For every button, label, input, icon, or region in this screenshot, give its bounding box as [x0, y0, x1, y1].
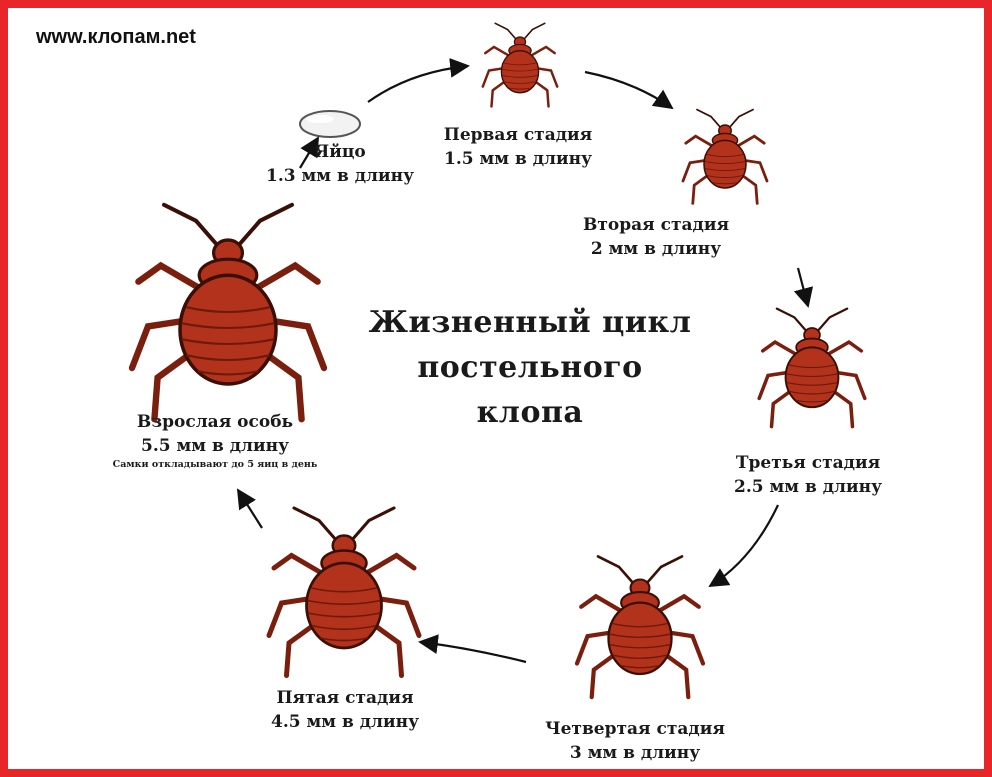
fifth-stage-name: Пятая стадия — [255, 686, 435, 710]
bug-fifth-stage — [269, 508, 419, 676]
arrow-first-to-second — [585, 72, 672, 108]
second-stage-label: Вторая стадия 2 мм в длину — [566, 213, 746, 261]
fourth-stage-label: Четвертая стадия 3 мм в длину — [530, 717, 740, 765]
bug-second-stage — [683, 110, 767, 204]
adult-note: Самки откладывают до 5 яиц в день — [90, 458, 340, 472]
bug-adult — [132, 205, 324, 419]
first-stage-name: Первая стадия — [428, 123, 608, 147]
adult-label: Взрослая особь 5.5 мм в длину Самки откл… — [90, 410, 340, 472]
arrow-second-to-third — [798, 268, 808, 306]
fifth-stage-label: Пятая стадия 4.5 мм в длину — [255, 686, 435, 734]
second-stage-size: 2 мм в длину — [566, 237, 746, 261]
third-stage-size: 2.5 мм в длину — [718, 475, 898, 499]
bug-fourth-stage — [577, 556, 703, 697]
third-stage-name: Третья стадия — [718, 451, 898, 475]
bug-third-stage — [759, 309, 865, 427]
title-line-1: Жизненный цикл — [360, 300, 700, 345]
third-stage-label: Третья стадия 2.5 мм в длину — [718, 451, 898, 499]
bug-first-stage — [483, 23, 557, 106]
second-stage-name: Вторая стадия — [566, 213, 746, 237]
first-stage-size: 1.5 мм в длину — [428, 147, 608, 171]
arrow-fifth-to-adult — [238, 490, 262, 528]
title-line-2: постельного клопа — [360, 345, 700, 435]
egg-name: Яйцо — [250, 140, 430, 164]
egg-size: 1.3 мм в длину — [250, 164, 430, 188]
arrow-third-to-fourth — [710, 505, 778, 586]
adult-size: 5.5 мм в длину — [90, 434, 340, 458]
first-stage-label: Первая стадия 1.5 мм в длину — [428, 123, 608, 171]
adult-name: Взрослая особь — [90, 410, 340, 434]
fifth-stage-size: 4.5 мм в длину — [255, 710, 435, 734]
egg-label: Яйцо 1.3 мм в длину — [250, 140, 430, 188]
fourth-stage-size: 3 мм в длину — [530, 741, 740, 765]
diagram-title: Жизненный цикл постельного клопа — [360, 300, 700, 435]
arrow-fourth-to-fifth — [420, 642, 526, 662]
fourth-stage-name: Четвертая стадия — [530, 717, 740, 741]
arrow-egg-to-first — [368, 66, 468, 102]
egg-image — [300, 111, 360, 137]
